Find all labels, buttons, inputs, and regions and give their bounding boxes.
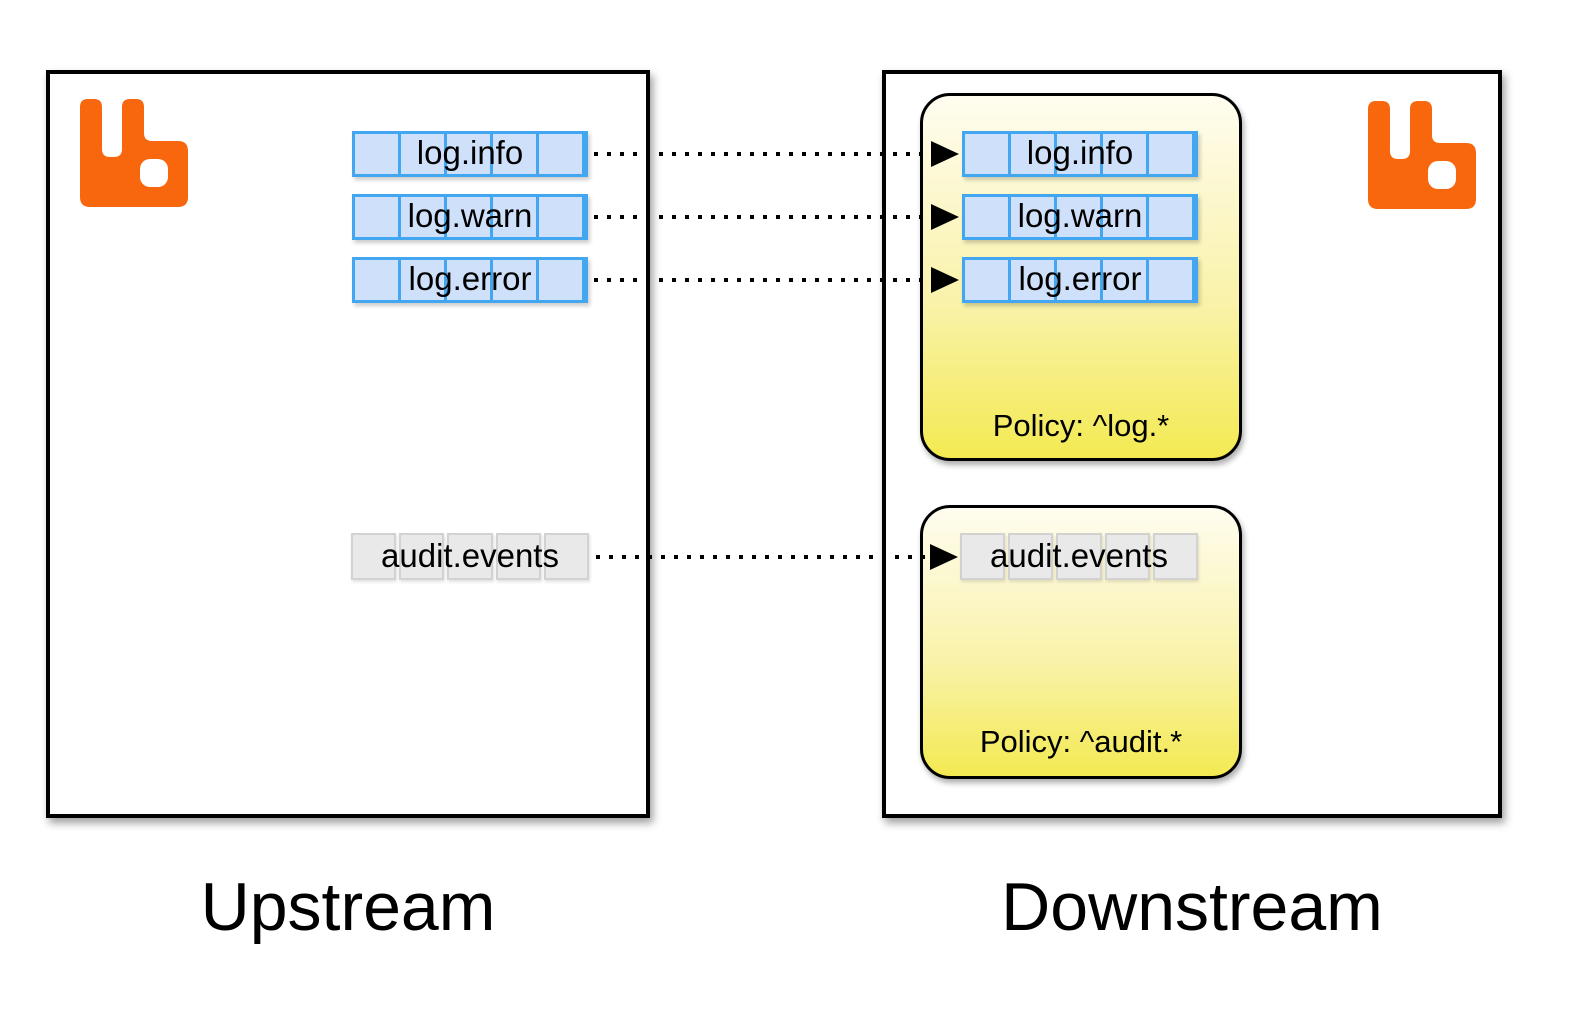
downstream-queue-log-warn: log.warn xyxy=(962,194,1198,240)
queue-cell xyxy=(543,533,590,580)
queue-cell xyxy=(401,197,447,237)
queue-cell xyxy=(351,533,397,580)
upstream-caption: Upstream xyxy=(200,869,496,945)
queue-name: audit.events xyxy=(990,536,1168,574)
queue-cell xyxy=(447,134,493,174)
queue-cell xyxy=(1149,197,1195,237)
queue-name: log.error xyxy=(1018,259,1142,297)
downstream-caption: Downstream xyxy=(1001,869,1383,945)
queue-cell xyxy=(1057,197,1103,237)
policy-box-log: log.info log.warn log.error Policy: ^log… xyxy=(920,93,1242,461)
queue-cell xyxy=(539,197,585,237)
queue-cell xyxy=(399,533,445,580)
downstream-queue-audit-events: audit.events xyxy=(960,533,1199,580)
queue-name: log.warn xyxy=(1017,196,1143,234)
queue-cell xyxy=(1103,260,1149,300)
upstream-broker-box: log.info log.warn log.error audit.events xyxy=(46,70,650,818)
downstream-queue-log-info: log.info xyxy=(962,131,1198,177)
queue-cell xyxy=(447,197,493,237)
queue-name: log.info xyxy=(1026,133,1134,171)
queue-name: audit.events xyxy=(381,536,559,574)
queue-cell xyxy=(539,260,585,300)
queue-cell xyxy=(447,533,493,580)
queue-cell xyxy=(1104,533,1150,580)
queue-cell xyxy=(493,134,539,174)
upstream-queue-log-warn: log.warn xyxy=(352,194,588,240)
rabbitmq-logo xyxy=(1368,101,1476,209)
queue-cell xyxy=(493,260,539,300)
rabbitmq-logo xyxy=(80,99,188,207)
queue-name: log.info xyxy=(416,133,524,171)
queue-cell xyxy=(1011,134,1057,174)
queue-cell xyxy=(495,533,541,580)
queue-cell xyxy=(1149,260,1195,300)
upstream-queue-log-error: log.error xyxy=(352,257,588,303)
rabbit-silhouette xyxy=(80,99,188,207)
queue-cell xyxy=(355,134,401,174)
queue-name: log.warn xyxy=(407,196,533,234)
queue-cell xyxy=(965,197,1011,237)
policy-box-audit: audit.events Policy: ^audit.* xyxy=(920,505,1242,779)
downstream-queue-log-error: log.error xyxy=(962,257,1198,303)
queue-cell xyxy=(965,134,1011,174)
queue-cell xyxy=(539,134,585,174)
downstream-broker-box: log.info log.warn log.error Policy: ^log… xyxy=(882,70,1502,818)
queue-cell xyxy=(401,134,447,174)
queue-cell xyxy=(1056,533,1102,580)
queue-cell xyxy=(960,533,1006,580)
queue-cell xyxy=(1057,260,1103,300)
queue-cell xyxy=(1011,197,1057,237)
queue-cell xyxy=(355,260,401,300)
queue-cell xyxy=(401,260,447,300)
rabbit-silhouette xyxy=(1368,101,1476,209)
queue-cell xyxy=(447,260,493,300)
policy-label: Policy: ^audit.* xyxy=(979,724,1183,759)
rabbit-eye xyxy=(1428,161,1456,189)
queue-cell xyxy=(1008,533,1054,580)
queue-cell xyxy=(1057,134,1103,174)
policy-label: Policy: ^log.* xyxy=(992,408,1170,443)
queue-cell xyxy=(355,197,401,237)
upstream-queue-audit-events: audit.events xyxy=(351,533,590,580)
queue-cell xyxy=(1152,533,1199,580)
rabbit-eye xyxy=(140,159,168,187)
queue-cell xyxy=(1103,197,1149,237)
queue-cell xyxy=(493,197,539,237)
queue-cell xyxy=(1149,134,1195,174)
queue-cell xyxy=(1011,260,1057,300)
upstream-queue-log-info: log.info xyxy=(352,131,588,177)
queue-name: log.error xyxy=(408,259,532,297)
queue-cell xyxy=(1103,134,1149,174)
queue-cell xyxy=(965,260,1011,300)
